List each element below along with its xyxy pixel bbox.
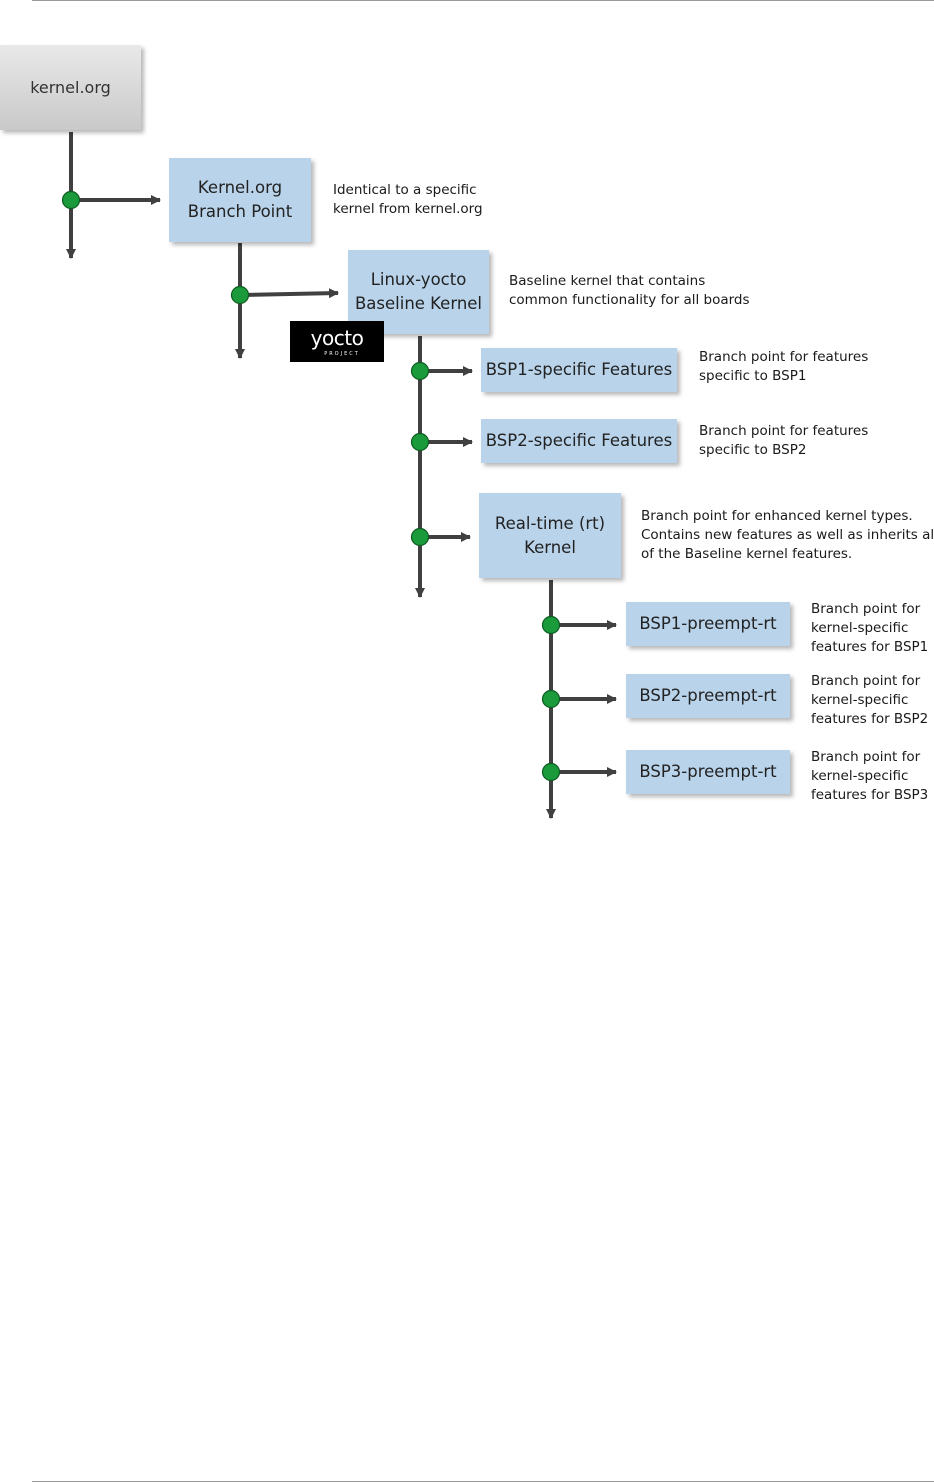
note-line: features for BSP1 [811,639,929,655]
baseline-kernel-line: Linux-yocto [370,270,467,289]
note-line: Branch point for [811,673,921,689]
logo-sub: PROJECT [324,351,360,357]
baseline-kernel-box: Linux-yocto Baseline Kernel [348,250,489,334]
branch-dot [541,615,561,635]
realtime-kernel-box: Real-time (rt) Kernel [479,493,621,578]
note-line: of the Baseline kernel features. [641,546,853,562]
branch-point-line: Branch Point [187,202,293,221]
note-line: kernel from kernel.org [333,201,483,217]
branch-dot [541,689,561,709]
realtime-note: Branch point for enhanced kernel types. … [641,507,934,564]
note-line: specific to BSP2 [699,442,807,458]
note-line: Branch point for [811,749,921,765]
bsp2-features-note: Branch point for features specific to BS… [699,422,868,460]
note-line: features for BSP2 [811,711,929,727]
bsp2-preempt-rt-label: BSP2-preempt-rt [639,686,777,705]
bsp1-features-note: Branch point for features specific to BS… [699,348,868,386]
realtime-kernel-line: Kernel [524,537,576,557]
note-line: kernel-specific [811,768,909,784]
arrow-to-baseline [239,288,339,299]
note-line: specific to BSP1 [699,368,807,384]
branch-dot [410,432,430,452]
note-line: common functionality for all boards [509,292,750,308]
note-line: Branch point for features [699,349,869,365]
note-line: kernel-specific [811,692,909,708]
note-line: Branch point for [811,601,921,617]
yocto-project-logo: yocto PROJECT [290,321,384,362]
bsp2-features-label: BSP2-specific Features [485,431,673,450]
bottom-rule [32,1481,934,1482]
realtime-kernel-line: Real-time (rt) [494,513,606,533]
note-line: Baseline kernel that contains [509,273,706,289]
baseline-kernel-line: Baseline Kernel [354,294,483,313]
branch-dot [230,285,250,305]
bsp2-preempt-rt-box: BSP2-preempt-rt [626,674,790,718]
kernel-org-label: kernel.org [30,77,111,97]
bsp2-preempt-rt-note: Branch point for kernel-specific feature… [811,672,928,729]
bsp1-preempt-rt-note: Branch point for kernel-specific feature… [811,600,928,657]
bsp3-preempt-rt-box: BSP3-preempt-rt [626,750,790,794]
note-line: features for BSP3 [811,787,929,803]
branch-dot [410,527,430,547]
branch-dot [541,762,561,782]
branch-point-box: Kernel.org Branch Point [169,158,311,242]
logo-word: yocto [310,326,364,350]
note-line: Branch point for enhanced kernel types. [641,508,913,524]
branch-dot [61,190,81,210]
bsp1-preempt-rt-label: BSP1-preempt-rt [639,614,777,633]
note-line: Identical to a specific [333,182,477,198]
top-rule [32,0,934,1]
branch-point-note: Identical to a specific kernel from kern… [333,181,483,219]
bsp3-preempt-rt-note: Branch point for kernel-specific feature… [811,748,928,805]
bsp2-features-box: BSP2-specific Features [481,419,677,463]
bsp1-preempt-rt-box: BSP1-preempt-rt [626,602,790,646]
note-line: Contains new features as well as inherit… [641,527,934,543]
branch-point-line: Kernel.org [197,178,283,197]
note-line: Branch point for features [699,423,869,439]
baseline-note: Baseline kernel that contains common fun… [509,272,750,310]
kernel-org-box: kernel.org [0,45,141,130]
bsp3-preempt-rt-label: BSP3-preempt-rt [639,762,777,781]
branch-dot [410,361,430,381]
bsp1-features-box: BSP1-specific Features [481,348,677,392]
note-line: kernel-specific [811,620,909,636]
bsp1-features-label: BSP1-specific Features [485,360,673,379]
